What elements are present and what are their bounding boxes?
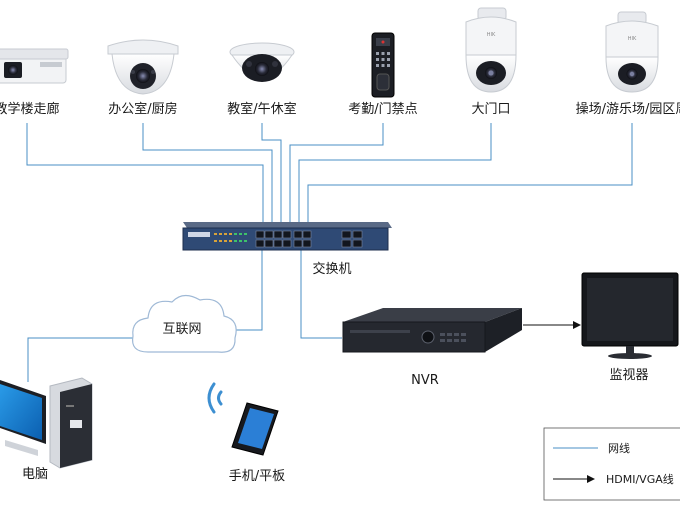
cable-camera-4 xyxy=(289,123,384,222)
access-control-terminal-icon xyxy=(371,32,395,98)
desktop-computer-icon xyxy=(0,377,93,469)
svg-text:HIK: HIK xyxy=(628,36,637,42)
monitor-label: 监视器 xyxy=(609,368,648,383)
fisheye-camera-icon xyxy=(229,42,295,82)
svg-text:HIK: HIK xyxy=(487,32,496,38)
mobile-label: 手机/平板 xyxy=(229,469,285,484)
cable-camera-6 xyxy=(307,123,633,222)
camera-label-2: 办公室/厨房 xyxy=(108,101,177,117)
legend-network-label: 网线 xyxy=(608,441,630,455)
nvr-label: NVR xyxy=(411,373,439,388)
turret-camera-icon xyxy=(107,39,179,95)
computer-label: 电脑 xyxy=(22,467,48,482)
cable-camera-3 xyxy=(261,123,282,222)
cable-switch-nvr xyxy=(300,248,342,339)
cable-switch-internet xyxy=(228,248,263,331)
nvr-recorder-icon xyxy=(342,308,522,353)
ptz-dome-camera-icon: HIK xyxy=(465,7,517,93)
cable-camera-1 xyxy=(26,123,264,222)
camera-label-1: 教学楼走廊 xyxy=(0,101,60,117)
cable-camera-5 xyxy=(298,123,492,222)
camera-label-4: 考勤/门禁点 xyxy=(348,102,417,117)
cable-camera-2 xyxy=(142,123,273,222)
monitor-icon xyxy=(581,272,679,359)
camera-label-5: 大门口 xyxy=(471,102,510,117)
bullet-camera-icon xyxy=(0,48,69,84)
network-cables xyxy=(26,123,633,382)
wifi-signal-icon xyxy=(207,382,223,414)
internet-label: 互联网 xyxy=(162,322,201,337)
poe-switch-icon xyxy=(182,222,392,251)
cloud-icon xyxy=(131,294,237,353)
camera-label-3: 教室/午休室 xyxy=(227,101,296,117)
switch-label: 交换机 xyxy=(312,261,351,277)
camera-label-6: 操场/游乐场/园区周 xyxy=(576,101,680,117)
legend-hdmi-label: HDMI/VGA线 xyxy=(606,472,674,486)
ptz-dome-camera-icon: HIK xyxy=(605,11,659,93)
cable-internet-computer xyxy=(27,337,143,382)
legend: 网线 HDMI/VGA线 xyxy=(543,427,680,501)
smartphone-icon xyxy=(231,402,279,456)
